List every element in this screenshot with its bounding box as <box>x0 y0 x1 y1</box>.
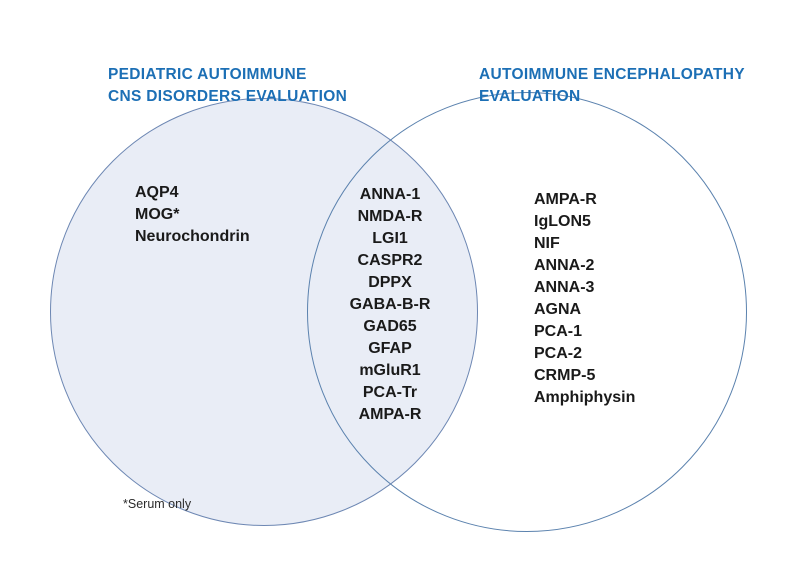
list-item: Amphiphysin <box>534 389 636 406</box>
list-item: ANNA-3 <box>534 279 595 296</box>
left-circle-title: PEDIATRIC AUTOIMMUNE CNS DISORDERS EVALU… <box>108 66 348 105</box>
list-item: CASPR2 <box>357 252 423 269</box>
list-item: MOG* <box>135 206 180 223</box>
list-item: AMPA-R <box>358 406 422 423</box>
list-item: NMDA-R <box>357 208 423 225</box>
list-item: GFAP <box>368 340 412 357</box>
list-item: AMPA-R <box>534 191 597 208</box>
list-item: DPPX <box>368 274 412 291</box>
list-item: LGI1 <box>372 230 408 247</box>
list-item: mGluR1 <box>359 362 421 379</box>
list-item: CRMP-5 <box>534 367 596 384</box>
list-item: PCA-Tr <box>362 384 418 401</box>
list-item: GABA-B-R <box>349 296 431 313</box>
list-item: GAD65 <box>363 318 417 335</box>
list-item: AQP4 <box>135 184 179 201</box>
list-item: ANNA-2 <box>534 257 595 274</box>
list-item: PCA-1 <box>534 323 583 340</box>
right-circle-autoimmune-encephalopathy <box>307 92 747 532</box>
list-item: Neurochondrin <box>135 228 250 245</box>
list-item: AGNA <box>534 301 582 318</box>
right-circle-title: AUTOIMMUNE ENCEPHALOPATHY EVALUATION <box>479 66 745 105</box>
list-item: ANNA-1 <box>359 186 421 203</box>
list-item: PCA-2 <box>534 345 583 362</box>
serum-only-footnote: *Serum only <box>123 497 192 511</box>
list-item: IgLON5 <box>534 213 591 230</box>
list-item: NIF <box>534 235 560 252</box>
